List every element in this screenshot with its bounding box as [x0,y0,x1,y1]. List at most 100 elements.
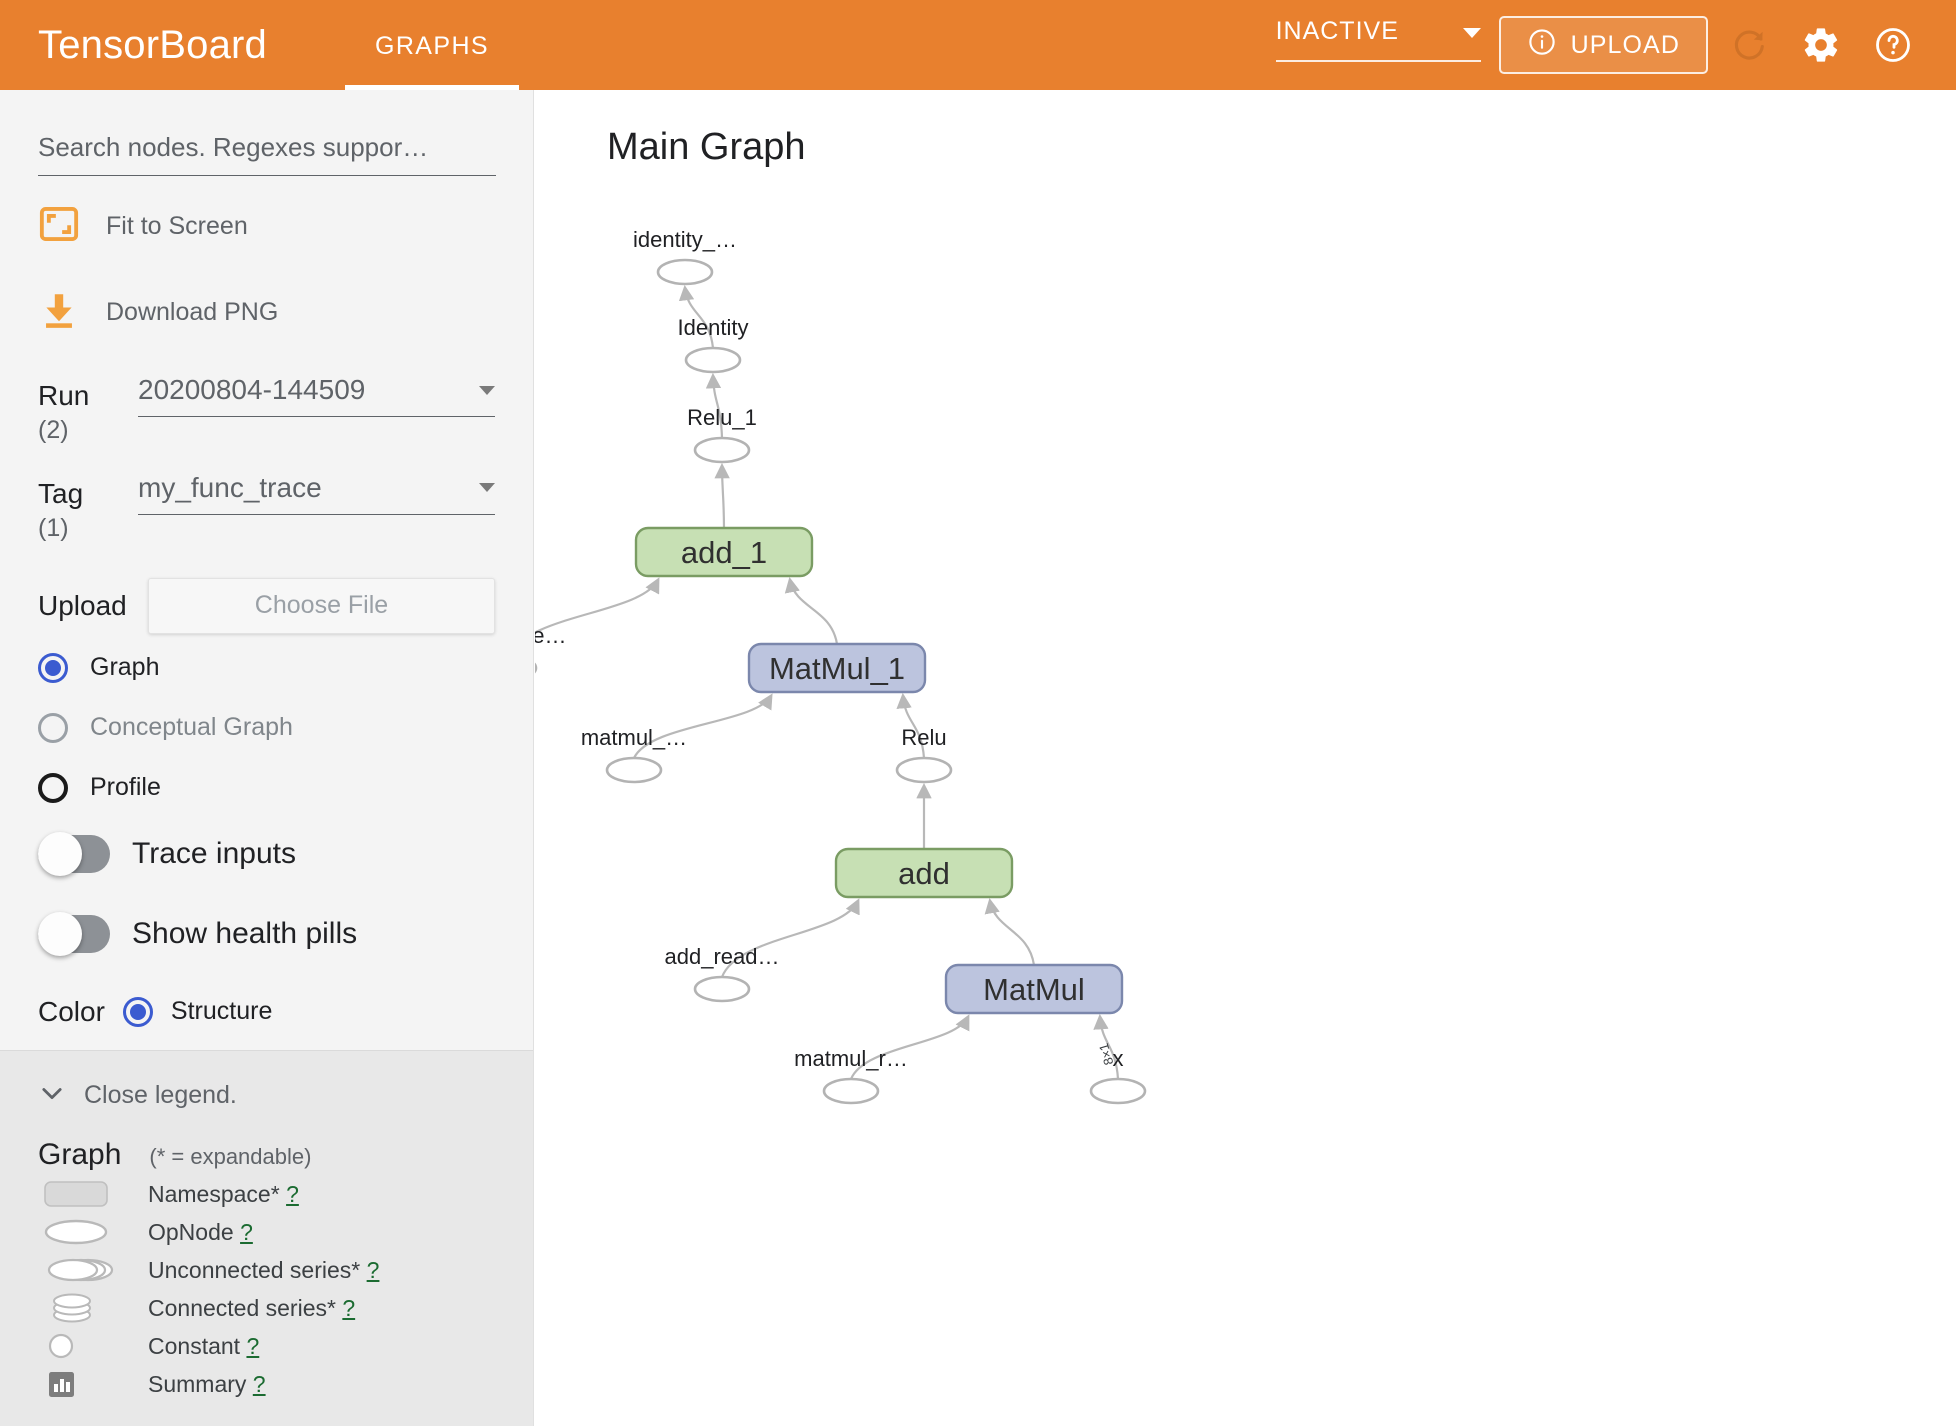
graph-edge[interactable] [633,693,773,759]
help-link[interactable]: ? [252,1370,266,1397]
legend-item-namespace: Namespace* ? [38,1179,495,1210]
radio-profile[interactable]: Profile [38,762,495,814]
unconnected-series-glyph-icon [38,1256,148,1284]
choose-file-button[interactable]: Choose File [148,577,495,634]
graph-edge[interactable] [896,692,926,759]
radio-conceptual-graph[interactable]: Conceptual Graph [38,702,495,754]
fit-to-screen-action[interactable]: Fit to Screen [38,190,495,262]
run-state-label: INACTIVE [1275,16,1399,45]
node-shape [693,975,751,1003]
help-link[interactable]: ? [342,1294,356,1321]
graph-edge[interactable] [714,462,730,529]
help-icon[interactable] [1862,14,1924,76]
legend-item-constant-label: Constant ? [148,1333,259,1360]
help-link[interactable]: ? [286,1180,299,1207]
node-label: Relu_1 [687,405,757,430]
tab-graphs[interactable]: GRAPHS [345,0,519,90]
opnode-glyph-icon [38,1218,148,1246]
run-state-dropdown[interactable]: INACTIVE [1275,16,1481,62]
legend-item-namespace-label: Namespace* ? [148,1181,299,1208]
graph-edge[interactable] [784,576,839,645]
graph-edges: 8×1 [535,284,1120,1080]
toggle-show-health-pills[interactable]: Show health pills [38,894,495,974]
graph-edge[interactable] [1093,1013,1120,1080]
page-title: Main Graph [607,126,806,168]
node-label: matmul_… [581,725,687,750]
search-input[interactable] [38,132,496,176]
radio-structure-indicator[interactable] [122,996,153,1027]
graph-node-add_1[interactable]: add_1 [634,526,814,578]
refresh-icon[interactable] [1718,14,1780,76]
help-link[interactable]: ? [366,1256,380,1283]
chevron-down-icon [479,483,495,493]
graph-node-matmul_r[interactable]: matmul_r… [794,1046,908,1105]
upload-button[interactable]: UPLOAD [1498,16,1708,74]
node-shape [944,963,1124,1015]
legend-item-opnode-label: OpNode ? [148,1219,253,1246]
upload-button-label: UPLOAD [1570,30,1680,59]
node-shape [1089,1077,1147,1105]
radio-conceptual-graph-label: Conceptual Graph [90,713,293,742]
toggle-show-health-pills-switch[interactable] [38,911,110,956]
download-png-label: Download PNG [106,297,279,326]
run-count: (2) [38,415,69,444]
node-shape [822,1077,880,1105]
toggle-trace-inputs-switch[interactable] [38,831,110,876]
graph-node-x[interactable]: x [1089,1046,1147,1105]
graph-edge[interactable] [535,577,660,656]
node-shape [684,346,742,374]
toggle-trace-inputs[interactable]: Trace inputs [38,814,495,894]
close-legend-toggle[interactable]: Close legend. [38,1079,495,1112]
legend-item-summary: Summary ? [38,1369,495,1400]
node-label: add_1 [681,535,767,570]
graph-node-matmul_[interactable]: matmul_… [581,725,687,784]
fit-to-screen-label: Fit to Screen [106,211,248,240]
summary-glyph-icon [38,1369,148,1399]
top-app-bar: TensorBoard GRAPHS INACTIVE UPLOAD [0,0,1956,90]
node-shape [535,662,538,674]
graph-node-MatMul[interactable]: MatMul [944,963,1124,1015]
top-bar-actions: INACTIVE UPLOAD [1275,0,1956,90]
nav-tabs: GRAPHS [345,0,519,90]
radio-profile-indicator [38,772,68,803]
tag-selector: Tag (1) my_func_trace [38,468,495,544]
chevron-down-icon [479,385,495,395]
node-label: MatMul_1 [769,651,905,686]
graph-node-MatMul_1[interactable]: MatMul_1 [747,642,927,694]
graph-node-add_1_re[interactable]: add_1_re… [535,623,566,680]
radio-graph-indicator [38,652,68,683]
graph-node-add_read[interactable]: add_read… [665,944,780,1003]
legend-label-text: OpNode [148,1218,234,1245]
tag-dropdown[interactable]: my_func_trace [138,472,495,515]
graph-edge[interactable] [849,1014,970,1080]
gear-icon[interactable] [1790,14,1852,76]
tag-count: (1) [38,513,69,542]
help-link[interactable]: ? [240,1218,253,1245]
graph-node-identity_out[interactable]: identity_… [633,227,737,286]
sidebar-controls: Fit to Screen Download PNG Run (2) 20200… [0,90,533,1050]
node-label: MatMul [983,972,1085,1007]
legend-item-summary-label: Summary ? [148,1371,266,1398]
help-link[interactable]: ? [246,1332,260,1359]
search-field-wrapper [38,90,496,176]
node-shape [634,526,814,578]
legend-label-text: Constant [148,1332,241,1359]
legend-item-constant: Constant ? [38,1331,495,1362]
graph-edge[interactable] [984,897,1036,966]
graph-edge[interactable] [705,372,724,439]
graph-edge[interactable] [720,898,860,978]
graph-node-Relu[interactable]: Relu [895,725,953,784]
radio-graph[interactable]: Graph [38,642,495,694]
legend-item-unconnected-series: Unconnected series* ? [38,1255,495,1286]
download-png-action[interactable]: Download PNG [38,276,495,348]
graph-node-Identity[interactable]: Identity [678,315,749,374]
tag-label-block: Tag (1) [38,468,138,544]
node-label: identity_… [633,227,737,252]
run-dropdown[interactable]: 20200804-144509 [138,374,495,417]
graph-node-Relu_1[interactable]: Relu_1 [687,405,757,464]
graph-edge[interactable] [678,284,715,349]
graph-node-add[interactable]: add [834,847,1014,899]
